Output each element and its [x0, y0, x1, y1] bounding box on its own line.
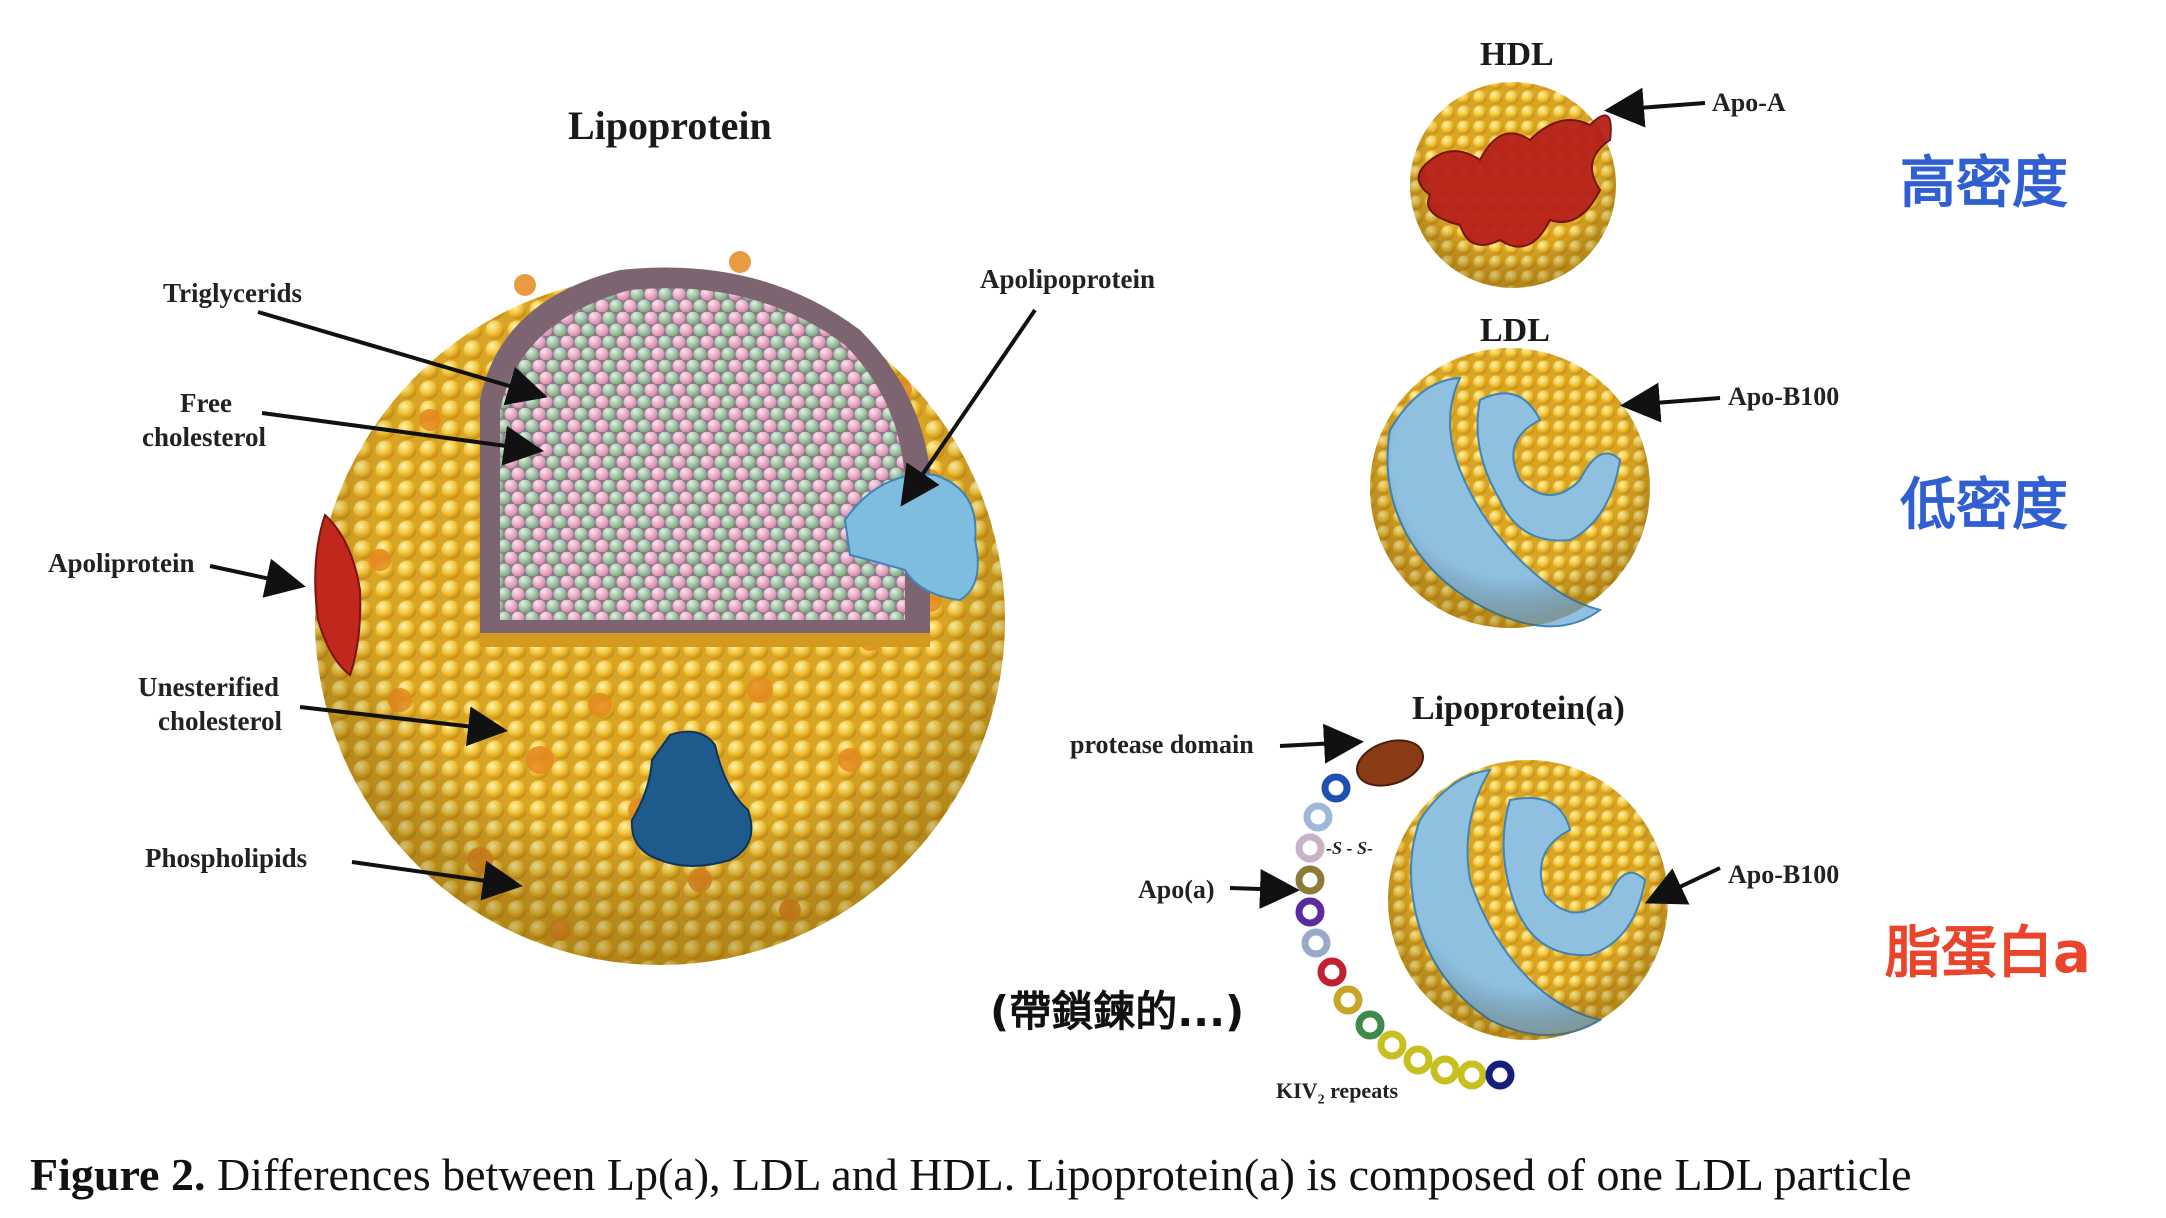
figure-caption: Figure 2. Differences between Lp(a), LDL…: [30, 1148, 1912, 1201]
lpa-title: Lipoprotein(a): [1412, 690, 1625, 727]
label-apolipoprotein-left: Apoliprotein: [48, 548, 195, 578]
protease-domain-shape: [1356, 739, 1424, 787]
label-phospholipids: Phospholipids: [145, 843, 308, 873]
ldl-particle: [1370, 348, 1650, 628]
lpa-chinese-label: 脂蛋白a: [1885, 921, 2091, 986]
label-free-cholesterol-line2: cholesterol: [142, 422, 266, 452]
label-apolipoprotein-right: Apolipoprotein: [980, 264, 1156, 294]
large-lipoprotein-sphere: [314, 251, 1005, 965]
label-protease-domain: protease domain: [1070, 730, 1254, 759]
label-apo-b100-ldl: Apo-B100: [1728, 382, 1840, 411]
annotation-arrows: [209, 87, 1721, 909]
ldl-title: LDL: [1480, 312, 1550, 349]
apolipoprotein-red: [314, 513, 362, 677]
hdl-title: HDL: [1480, 36, 1554, 73]
caption-label: Figure 2.: [30, 1149, 206, 1200]
label-triglycerids: Triglycerids: [163, 278, 302, 308]
hdl-particle: [1410, 82, 1616, 288]
label-unesterified-line1: Unesterified: [138, 672, 279, 702]
chain-note: (帶鎖鍊的...): [990, 987, 1245, 1036]
label-free-cholesterol-line1: Free: [180, 388, 232, 418]
apolipoprotein-dark-blue: [630, 730, 753, 867]
label-apo-b100-lpa: Apo-B100: [1728, 860, 1840, 889]
label-kiv2-repeats: KIV2 repeats: [1276, 1078, 1399, 1108]
kringle-chain: [1295, 773, 1515, 1090]
label-disulfide-bond: -S - S-: [1326, 838, 1374, 858]
lipoprotein-title: Lipoprotein: [568, 103, 772, 148]
label-apo-a: Apo-A: [1712, 88, 1786, 117]
lipoprotein-a-particle: [1356, 739, 1668, 1040]
caption-text: Differences between Lp(a), LDL and HDL. …: [205, 1149, 1912, 1200]
ldl-chinese-label: 低密度: [1900, 473, 2068, 538]
label-apo-a-lpa: Apo(a): [1138, 875, 1215, 904]
hdl-chinese-label: 高密度: [1900, 151, 2068, 216]
label-unesterified-line2: cholesterol: [158, 706, 282, 736]
